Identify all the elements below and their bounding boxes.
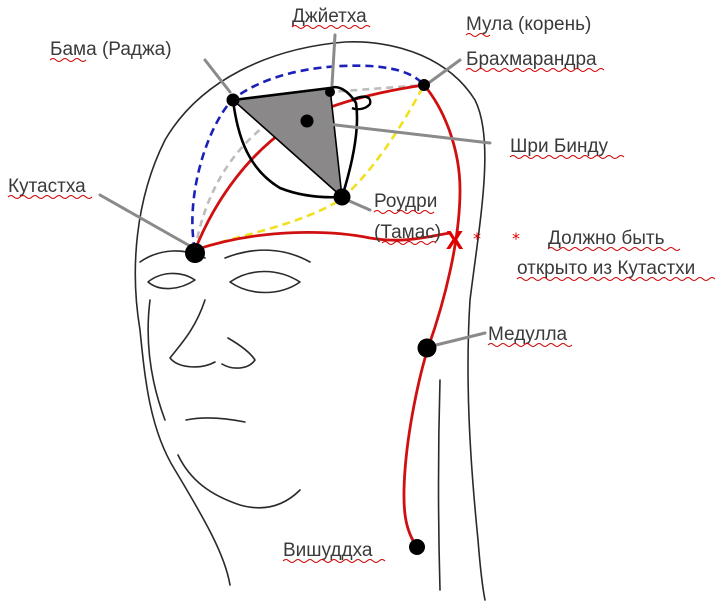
- label-djyetha: Джйетха: [292, 6, 367, 27]
- label-bama: Бама (Раджа): [50, 39, 172, 60]
- label-tamas: (Тамас): [374, 222, 441, 243]
- shaded-triangle: [231, 87, 344, 199]
- cup-handle: [351, 95, 372, 111]
- mula-pointer: [428, 58, 462, 84]
- kutastha-pointer: [98, 193, 192, 248]
- blue-channel: [191, 64, 425, 251]
- blocked-x-mark: X: [446, 225, 464, 255]
- asterisk-1: *: [473, 229, 481, 248]
- labels: Джйетха Бама (Раджа) Мула (корень) Брахм…: [7, 6, 716, 563]
- shri-bindu-pointer: [308, 120, 492, 145]
- roudri-pointer: [345, 198, 372, 212]
- medulla-pointer: [430, 331, 487, 348]
- head-outline: [134, 41, 486, 601]
- medulla-node: [417, 338, 437, 358]
- yellow-channel: [194, 84, 426, 252]
- label-kutastha: Кутастха: [8, 176, 86, 197]
- vishuddha-node: [409, 539, 425, 555]
- label-must-open-1: Должно быть: [548, 228, 665, 249]
- bindu-structure: [231, 85, 372, 199]
- label-brahmarandra: Брахмарандра: [466, 49, 597, 70]
- red-arc: [194, 231, 451, 252]
- kutastha-node: [185, 243, 205, 263]
- djyetha-pointer: [330, 33, 337, 87]
- asterisk-2: *: [512, 229, 520, 248]
- label-roudri: Роудри: [374, 191, 437, 212]
- roudri-node: [333, 188, 351, 206]
- bama-node: [226, 93, 240, 107]
- shri-bindu-node: [300, 114, 314, 128]
- label-mula: Мула (корень): [466, 14, 591, 35]
- nodes: [185, 79, 437, 555]
- pointer-lines: [98, 33, 492, 348]
- label-vishuddha: Вишуддха: [283, 540, 373, 561]
- label-must-open-2: открыто из Кутастхи: [517, 258, 695, 279]
- djyetha-point: [325, 87, 335, 97]
- grey-channel: [193, 83, 426, 251]
- label-shri-bindu: Шри Бинду: [510, 136, 609, 157]
- brahmarandra-node: [418, 79, 430, 91]
- label-medulla: Медулла: [488, 324, 568, 345]
- bama-pointer: [203, 58, 232, 94]
